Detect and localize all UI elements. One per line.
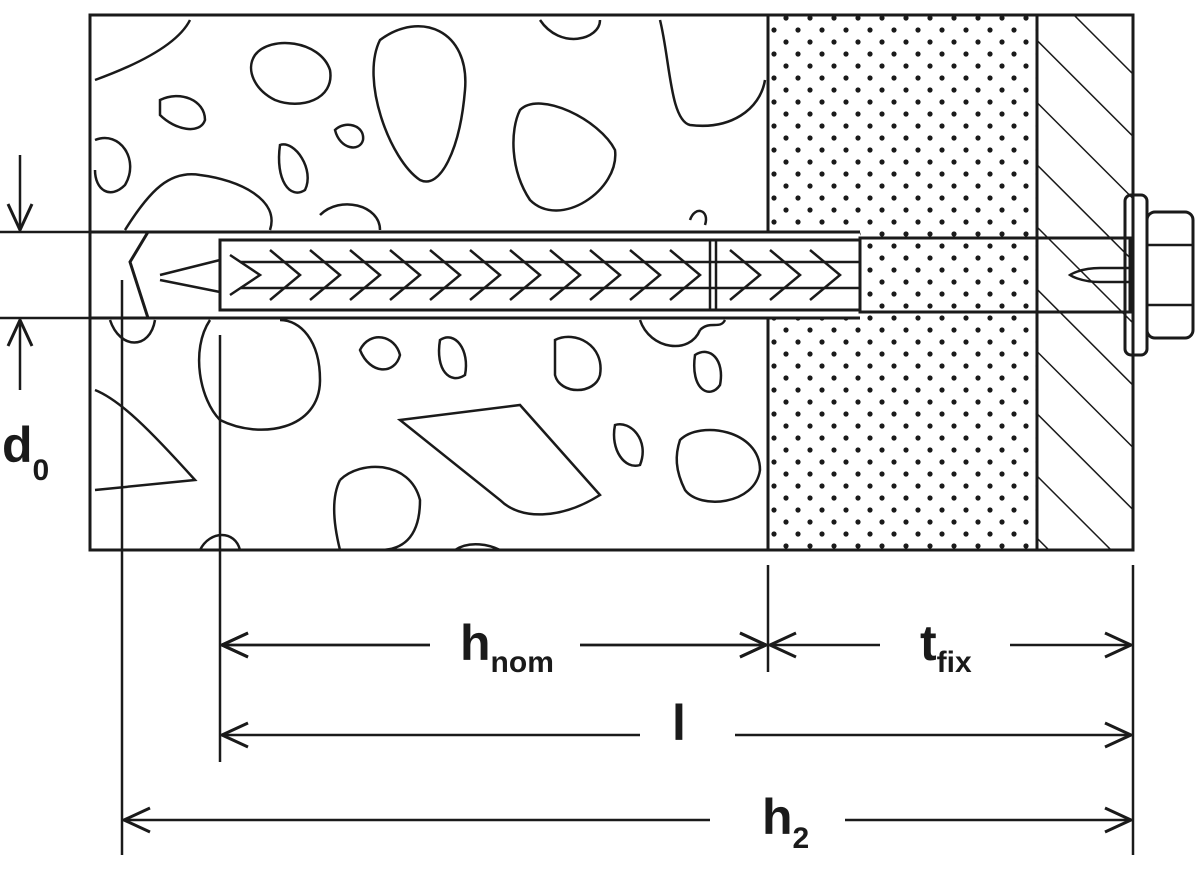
h2-label: h2 — [762, 789, 809, 855]
tfix-dimension: tfix — [770, 615, 1131, 679]
extension-lines — [120, 280, 1135, 855]
screw — [858, 193, 1195, 357]
d0-dimension: d0 — [0, 155, 140, 487]
tfix-label: tfix — [920, 615, 972, 679]
hnom-label: hnom — [460, 615, 554, 679]
h2-dimension: h2 — [124, 789, 1131, 855]
anchor-dowel — [90, 230, 862, 320]
l-dimension: l — [222, 695, 1131, 751]
l-label: l — [672, 695, 686, 751]
hnom-dimension: hnom — [222, 615, 766, 679]
concrete-base — [88, 13, 770, 552]
d0-label: d0 — [2, 417, 49, 487]
